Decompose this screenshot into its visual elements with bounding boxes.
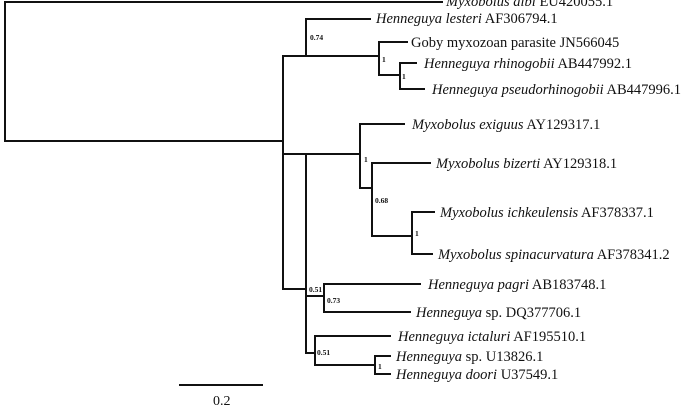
taxon-label-ichkeulensis: Myxobolus ichkeulensis AF378337.1 [439,205,654,221]
support-values: 0.74 1 1 1 0.68 1 0.51 0.73 0.51 1 [309,33,419,371]
tree-branches [4,1,443,375]
taxon-label-sp-dq: Henneguya sp. DQ377706.1 [415,305,581,321]
support-myxobolus-clade: 1 [364,155,368,164]
taxon-label-goby: Goby myxozoan parasite JN566045 [411,35,619,51]
taxon-label-ictaluri: Henneguya ictaluri AF195510.1 [397,329,586,345]
scale-bar: 0.2 [179,384,263,408]
support-pagri-sp: 0.73 [327,296,340,305]
taxon-label-sp-u: Henneguya sp. U13826.1 [395,349,543,365]
support-rhino-pseudo: 1 [402,72,406,81]
support-bizerti-clade: 0.68 [375,196,388,205]
support-lesteri-clade: 0.74 [310,33,323,42]
taxon-label-albi: Myxobolus albi EU420055.1 [445,0,613,10]
taxon-label-lesteri: Henneguya lesteri AF306794.1 [375,11,558,27]
support-ictaluri-group: 0.51 [317,348,330,357]
support-sp-doori: 1 [378,362,382,371]
support-rhino-clade: 1 [382,55,386,64]
taxon-label-exiguus: Myxobolus exiguus AY129317.1 [411,117,600,133]
scale-bar-label: 0.2 [213,394,231,408]
support-pagri-group: 0.51 [309,285,322,294]
taxon-label-bizerti: Myxobolus bizerti AY129318.1 [435,156,617,172]
taxon-label-rhinogobii: Henneguya rhinogobii AB447992.1 [423,56,632,72]
taxon-label-pseudorhinogobii: Henneguya pseudorhinogobii AB447996.1 [431,82,681,98]
support-ichkeul-spina: 1 [415,229,419,238]
taxon-label-spinacurvatura: Myxobolus spinacurvatura AF378341.2 [437,247,670,263]
taxon-labels: Myxobolus albi EU420055.1 Henneguya lest… [375,0,681,383]
taxon-label-doori: Henneguya doori U37549.1 [395,367,558,383]
taxon-label-pagri: Henneguya pagri AB183748.1 [427,277,606,293]
